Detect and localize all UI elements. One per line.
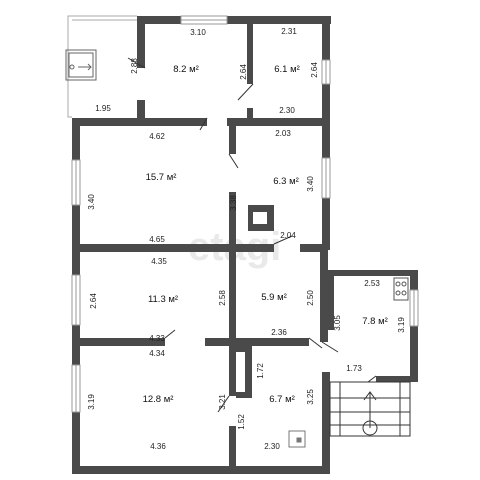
dimensions-horizontal: 3.10 2.31 1.95 2.30 4.62 2.03 4.65 2.04 …	[95, 27, 380, 451]
walls	[72, 16, 418, 474]
dimension-label: 2.58	[218, 290, 227, 306]
dimensions-vertical: 2.88 2.64 2.64 3.40 3.38 3.40 2.64 2.58 …	[87, 58, 406, 430]
dimension-label: 3.19	[87, 394, 96, 410]
dimension-label: 2.64	[310, 62, 319, 78]
dimension-label: 2.03	[275, 129, 291, 138]
dimension-label: 1.72	[256, 363, 265, 379]
area-label: 15.7 м²	[146, 172, 177, 183]
dimension-label: 3.10	[190, 28, 206, 37]
dimension-label: 1.95	[95, 104, 111, 113]
area-label: 12.8 м²	[143, 394, 174, 405]
dimension-label: 3.05	[333, 315, 342, 331]
area-label: 6.1 м²	[274, 64, 300, 75]
openings	[253, 212, 267, 224]
dimension-label: 2.64	[89, 293, 98, 309]
area-label: 6.3 м²	[273, 176, 299, 187]
dimension-label: 4.34	[149, 349, 165, 358]
room-areas: 8.2 м² 6.1 м² 15.7 м² 6.3 м² 11.3 м² 5.9…	[143, 64, 388, 405]
dimension-label: 3.40	[87, 194, 96, 210]
dimension-label: 2.88	[130, 58, 139, 74]
balcony-outline	[67, 15, 137, 118]
cabinet-icon	[65, 49, 97, 81]
toilet-icon	[288, 430, 306, 448]
dimension-label: 4.35	[151, 257, 167, 266]
dimension-label: 2.30	[264, 442, 280, 451]
stove-icon	[393, 277, 409, 301]
dimension-label: 2.50	[306, 290, 315, 306]
dimension-label: 3.21	[218, 394, 227, 410]
dimension-label: 2.30	[279, 106, 295, 115]
dimension-label: 4.33	[149, 334, 165, 343]
dimension-label: 3.38	[229, 195, 238, 211]
area-label: 5.9 м²	[261, 292, 287, 303]
dimension-label: 1.52	[237, 414, 246, 430]
dimension-label: 4.65	[149, 235, 165, 244]
dimension-label: 2.53	[364, 279, 380, 288]
entrance-stairs	[329, 381, 411, 437]
area-label: 11.3 м²	[148, 294, 178, 305]
dimension-label: 2.31	[281, 27, 297, 36]
dimension-label: 2.04	[280, 231, 296, 240]
area-label: 7.8 м²	[362, 316, 388, 327]
dimension-label: 3.19	[397, 317, 406, 333]
dimension-label: 1.73	[346, 364, 362, 373]
dimension-label: 3.25	[306, 389, 315, 405]
dimension-label: 4.62	[149, 132, 165, 141]
dimension-label: 2.64	[239, 64, 248, 80]
doors	[127, 57, 377, 413]
area-label: 6.7 м²	[269, 394, 295, 405]
dimension-label: 3.40	[306, 176, 315, 192]
dimension-label: 4.36	[150, 442, 166, 451]
area-label: 8.2 м²	[173, 64, 199, 75]
windows	[71, 15, 419, 413]
dimension-label: 2.36	[271, 328, 287, 337]
